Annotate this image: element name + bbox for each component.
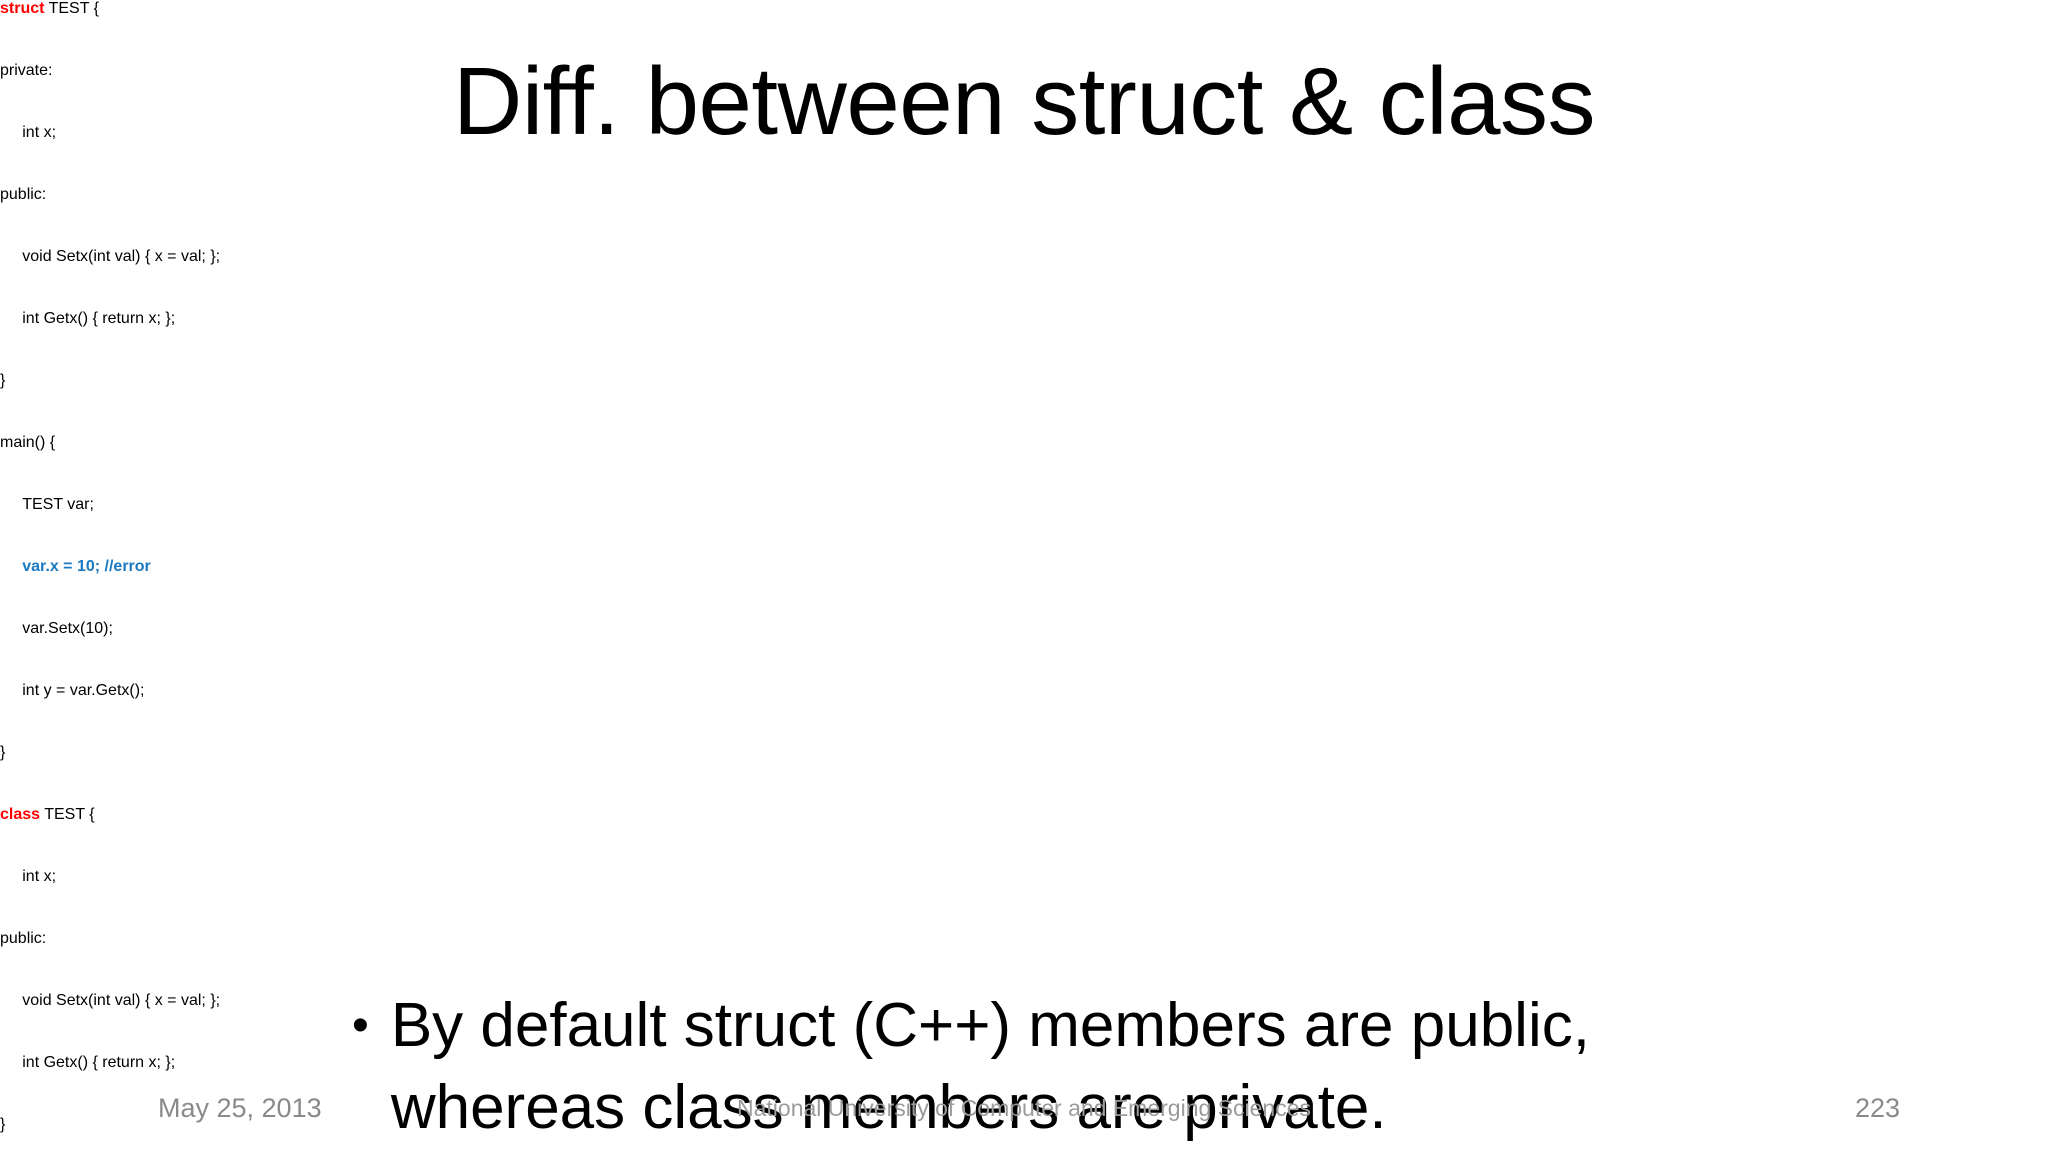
struct-code-line: struct TEST { [0, 0, 2048, 62]
struct-code-line: TEST var; [0, 496, 2048, 558]
code-text: void Setx(int val) { x = val; }; [22, 992, 221, 1009]
page-title: Diff. between struct & class [452, 48, 1596, 155]
code-text: TEST var; [22, 496, 94, 513]
code-text: main() { [0, 434, 56, 451]
footer-page-number: 223 [1854, 1093, 1900, 1123]
code-text: int x; [22, 868, 57, 885]
code-text: public: [0, 930, 47, 947]
code-text: private: [0, 62, 53, 79]
struct-code-line: var.x = 10; //error [0, 558, 2048, 620]
code-text: int y = var.Getx(); [22, 682, 145, 699]
code-keyword: class [0, 806, 41, 823]
summary-bullet-text: By default struct (C++) members are publ… [390, 991, 1590, 1142]
code-text: var.Setx(10); [22, 620, 113, 637]
code-error-annotation: var.x = 10; //error [22, 558, 151, 575]
struct-code-line: main() { [0, 434, 2048, 496]
struct-code-line: } [0, 372, 2048, 434]
struct-code-line: int y = var.Getx(); [0, 682, 2048, 744]
code-text: public: [0, 186, 47, 203]
class-code-line: int x; [0, 868, 2048, 930]
struct-code-line: int Getx() { return x; }; [0, 310, 2048, 372]
code-text: } [0, 372, 6, 389]
code-block-class: class TEST { int x; public: void Setx(int… [0, 806, 2048, 1152]
class-code-line: class TEST { [0, 806, 2048, 868]
struct-code-line: public: [0, 186, 2048, 248]
code-text: int x; [22, 124, 57, 141]
code-text: TEST { [40, 806, 95, 823]
struct-code-line: private: [0, 62, 2048, 124]
code-text: int Getx() { return x; }; [22, 310, 176, 327]
footer-organization: National University of Computer and Emer… [737, 1095, 1311, 1121]
class-code-line: public: [0, 930, 2048, 992]
bullet-marker-icon: • [352, 999, 369, 1052]
code-text: } [0, 1116, 6, 1133]
class-code-line: } [0, 1116, 2048, 1152]
code-text: } [0, 744, 6, 761]
struct-code-line: void Setx(int val) { x = val; }; [0, 248, 2048, 310]
code-block-struct: struct TEST {private: int x;public: void… [0, 0, 2048, 806]
struct-code-line: int x; [0, 124, 2048, 186]
class-code-line: int Getx() { return x; }; [0, 1054, 2048, 1116]
footer-date: May 25, 2013 [158, 1093, 322, 1123]
class-code-line: void Setx(int val) { x = val; }; [0, 992, 2048, 1054]
summary-bullet: • By default struct (C++) members are pu… [352, 985, 1662, 1149]
code-text: int Getx() { return x; }; [22, 1054, 176, 1071]
struct-code-line: var.Setx(10); [0, 620, 2048, 682]
code-keyword: struct [0, 0, 45, 17]
code-text: void Setx(int val) { x = val; }; [22, 248, 221, 265]
struct-code-line: } [0, 744, 2048, 806]
code-text: TEST { [44, 0, 99, 17]
